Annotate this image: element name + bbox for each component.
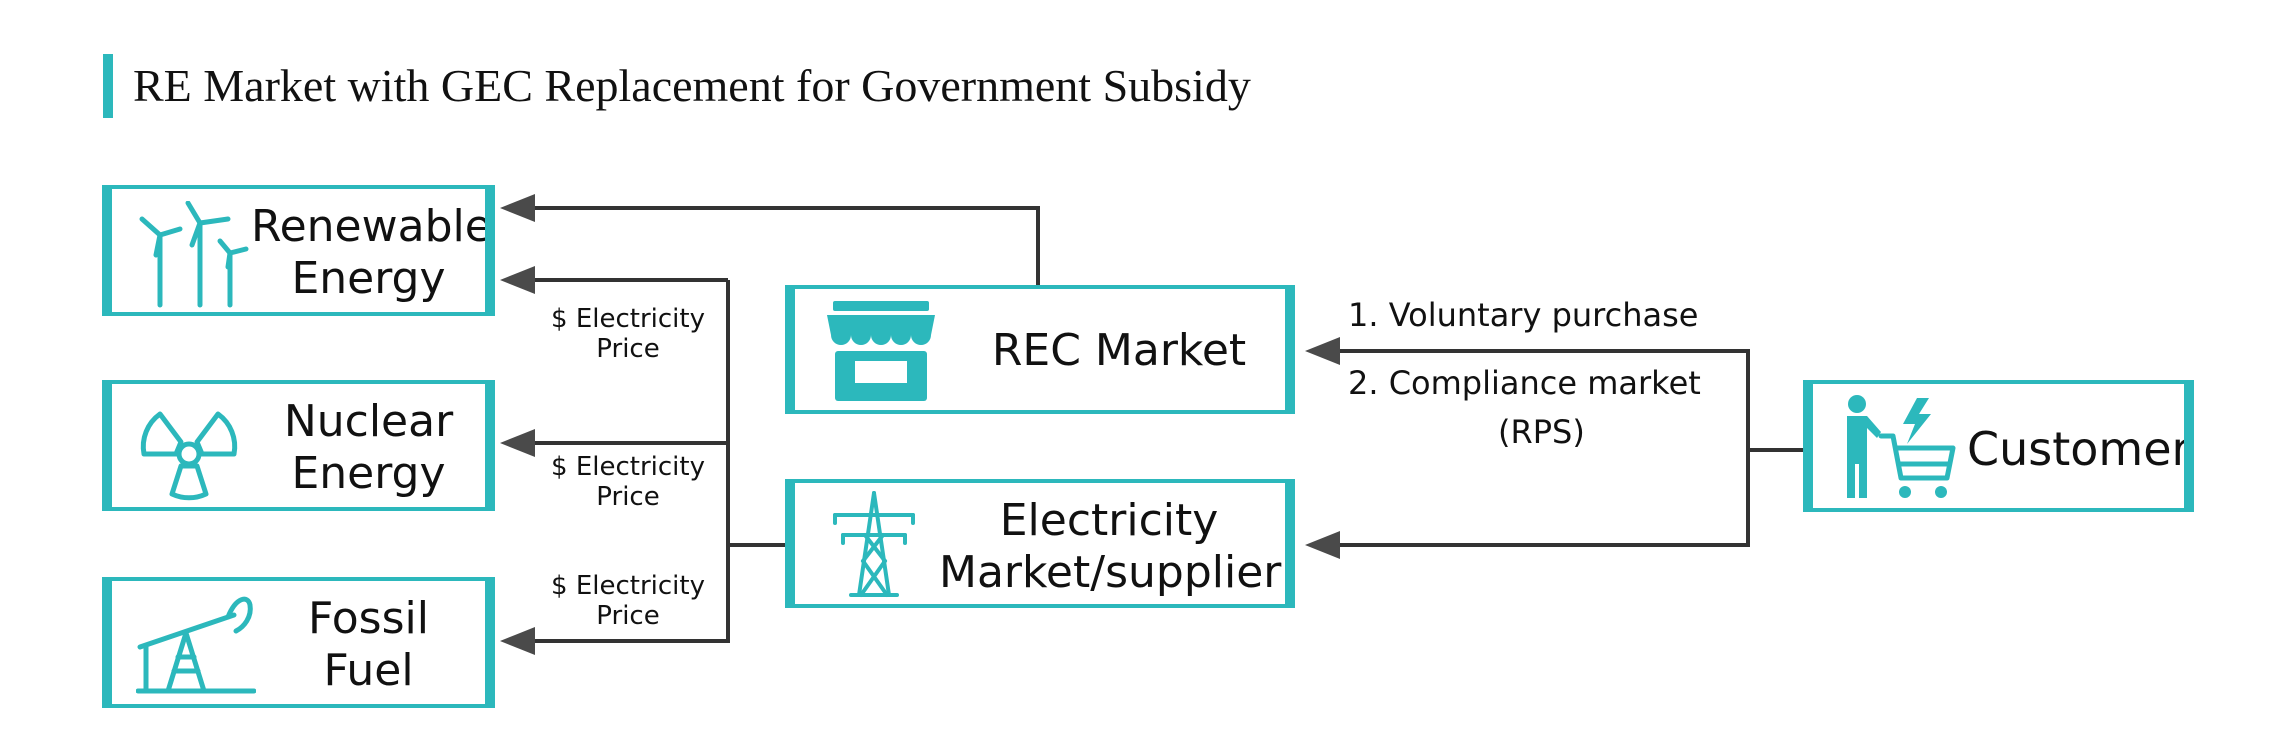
fossil-fuel-box: Fossil Fuel	[102, 577, 495, 708]
storefront-icon	[827, 301, 935, 401]
fossil-fuel-label: Fossil Fuel	[251, 593, 486, 697]
wind-turbine-icon	[139, 201, 249, 308]
oil-pump-icon	[136, 596, 256, 694]
customer-box: Customer	[1803, 380, 2194, 512]
renewable-energy-box: Renewable Energy	[102, 185, 495, 316]
arrowhead-renewable-price	[500, 266, 535, 294]
compliance-market-label: 2. Compliance market	[1348, 364, 1701, 402]
price-label-nuclear: $ Electricity Price	[538, 452, 718, 513]
radiation-icon	[140, 411, 238, 501]
diagram-title: RE Market with GEC Replacement for Gover…	[133, 60, 1251, 111]
price-3-line2: Price	[596, 600, 660, 631]
nuclear-energy-box: Nuclear Energy	[102, 380, 495, 511]
price-3-line1: $ Electricity	[551, 571, 705, 601]
electricity-market-label: Electricity Market/supplier	[939, 495, 1282, 599]
renewable-energy-label: Renewable Energy	[251, 201, 492, 305]
price-label-renewable: $ Electricity Price	[538, 304, 718, 365]
arrowhead-rec-market	[1305, 337, 1340, 365]
edge-customer-to-rec	[1335, 349, 1750, 450]
edge-customer-to-electricity	[1335, 450, 1750, 547]
arrowhead-nuclear-price	[500, 429, 535, 457]
edge-price-fossil	[530, 545, 730, 643]
price-1-line2: Price	[596, 333, 660, 364]
renewable-label-line2: Energy	[291, 252, 446, 304]
edge-electricity-trunk	[726, 280, 790, 547]
arrowhead-renewable-top	[500, 194, 535, 222]
nuclear-label-line1: Nuclear	[283, 396, 454, 447]
electricity-label-line2: Market/supplier	[939, 546, 1282, 598]
nuclear-label-line2: Energy	[291, 447, 446, 499]
electricity-market-box: Electricity Market/supplier	[785, 479, 1295, 608]
fossil-label-line2: Fuel	[323, 644, 414, 696]
arrowhead-fossil-price	[500, 627, 535, 655]
customer-label: Customer	[1967, 422, 2191, 476]
rec-market-box: REC Market	[785, 285, 1295, 414]
title-accent-bar	[103, 54, 113, 118]
renewable-label-line1: Renewable	[251, 201, 492, 252]
compliance-rps-label: (RPS)	[1498, 413, 1585, 451]
price-2-line2: Price	[596, 481, 660, 512]
power-tower-icon	[833, 491, 915, 597]
edge-rec-to-renewable	[530, 206, 1040, 286]
electricity-label-line1: Electricity	[999, 495, 1219, 546]
shopper-cart-icon	[1847, 395, 1956, 498]
price-1-line1: $ Electricity	[551, 304, 705, 334]
fossil-label-line1: Fossil	[308, 593, 429, 644]
arrowhead-electricity-market	[1305, 531, 1340, 559]
voluntary-purchase-label: 1. Voluntary purchase	[1348, 296, 1699, 334]
nuclear-energy-label: Nuclear Energy	[251, 396, 486, 500]
price-label-fossil: $ Electricity Price	[538, 571, 718, 632]
price-2-line1: $ Electricity	[551, 452, 705, 482]
rec-market-label: REC Market	[991, 325, 1247, 376]
